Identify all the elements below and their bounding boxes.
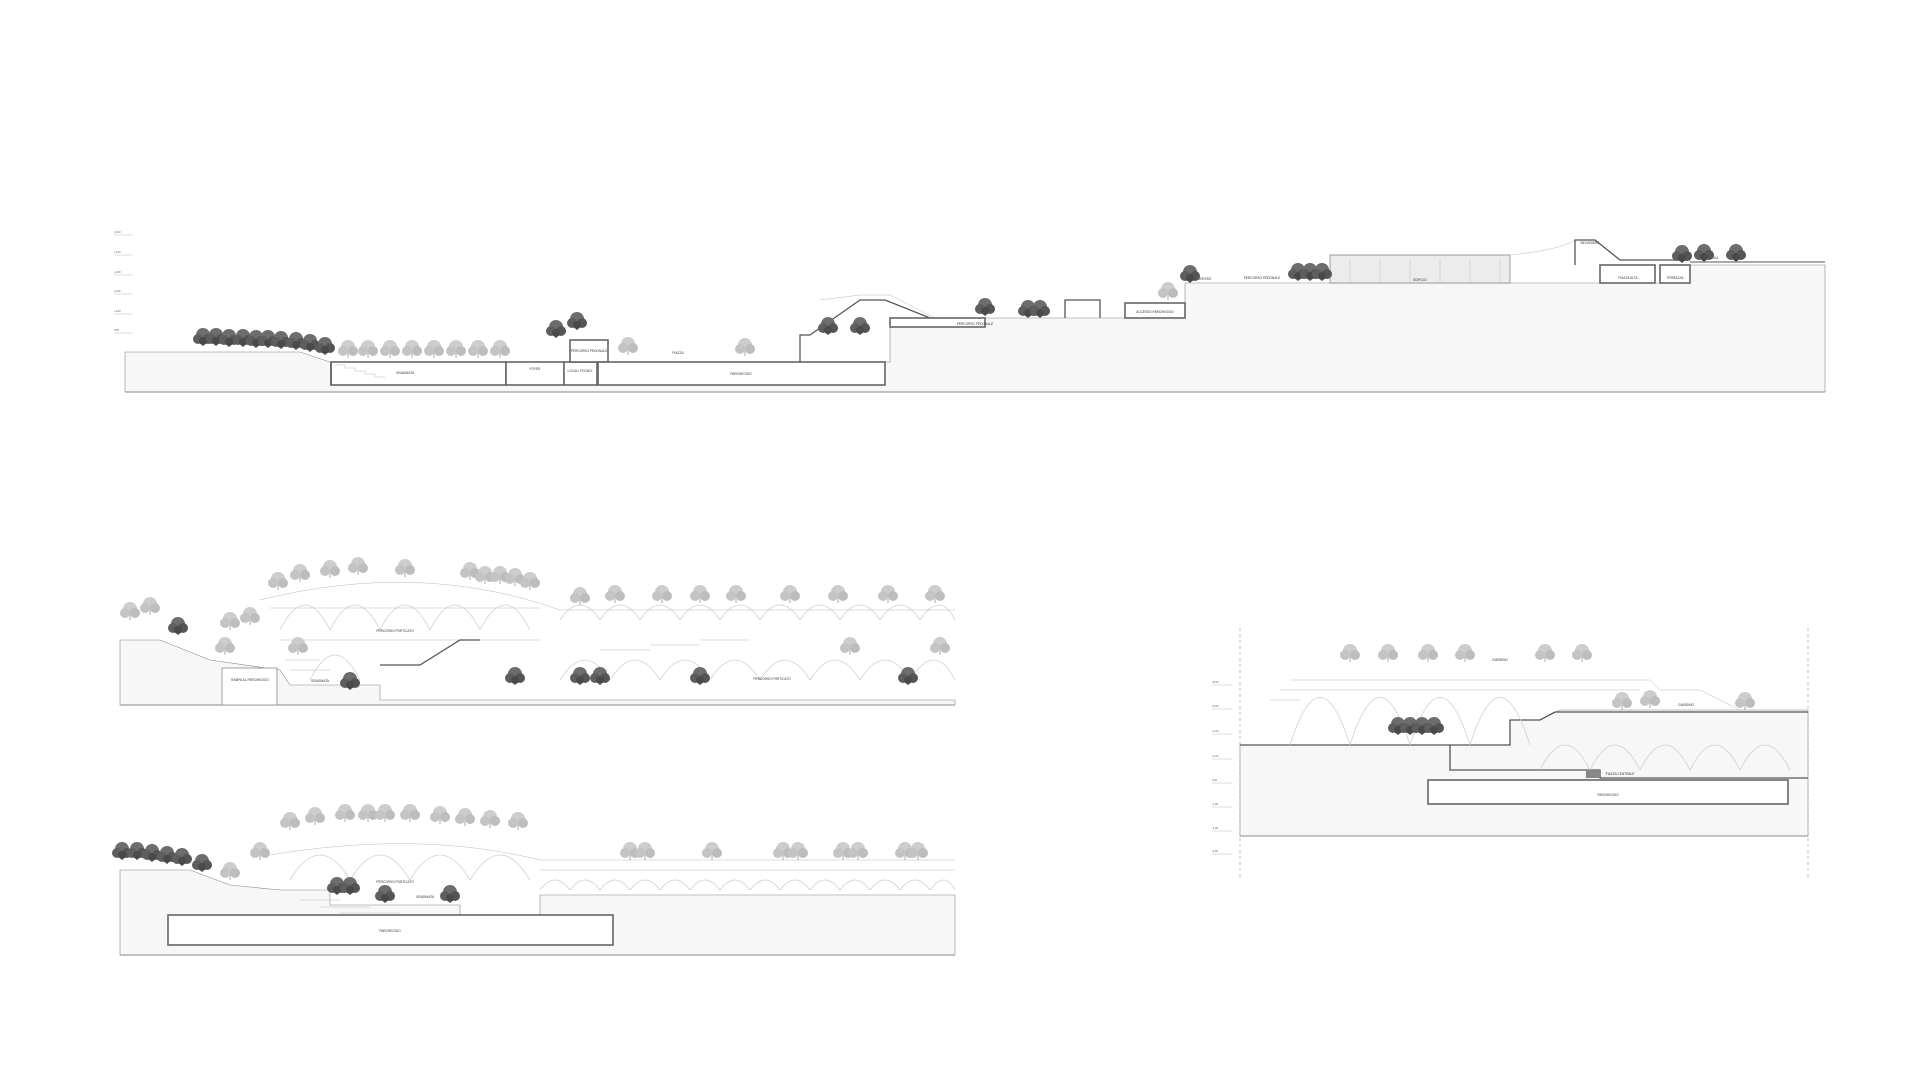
parking-ramp-box bbox=[221, 667, 278, 706]
label-percorso-porticato-1: PERCORSO PORTICATO bbox=[376, 629, 414, 633]
label-rampa-parcheggio: RAMPA AL PARCHEGGIO bbox=[231, 678, 269, 682]
label-gradinata: GRADINATA bbox=[396, 371, 415, 375]
level-label: -6.00 bbox=[1212, 849, 1218, 853]
building-columns bbox=[1349, 260, 1501, 283]
building-body bbox=[1329, 254, 1511, 284]
label-percorso-1: PERCORSO PEDONALE bbox=[571, 349, 608, 353]
label-locali-tecnici: LOCALI TECNICI bbox=[568, 369, 593, 373]
label-percorso-porticato-3: PERCORSO PORTICATO bbox=[376, 880, 414, 884]
gradinata-steps bbox=[330, 362, 385, 385]
label-accesso-parcheggio: ACCESSO PARCHEGGIO bbox=[1136, 310, 1174, 314]
label-percorso-2: PERCORSO PEDONALE bbox=[957, 322, 994, 326]
parking-box bbox=[597, 361, 886, 386]
label-gradinata-3: GRADINATA bbox=[416, 895, 435, 899]
label-giardino: GIARDINO bbox=[1492, 658, 1508, 662]
label-edificio: EDIFICIO bbox=[1413, 278, 1427, 282]
parking-box-2 bbox=[167, 914, 614, 946]
label-gradinata-2: GRADINATA bbox=[311, 679, 330, 683]
label-parcheggio-2: PARCHEGGIO bbox=[379, 929, 401, 933]
label-percorso-3: PERCORSO PEDONALE bbox=[1244, 276, 1281, 280]
vaults-row-upper bbox=[279, 604, 956, 681]
label-foyer: FOYER bbox=[530, 367, 542, 371]
section-cross-right: +8.00 +6.00 +4.00 +2.00 0.00 -2.00 -4.00… bbox=[1212, 628, 1809, 880]
label-piazza-1: PIAZZA bbox=[672, 351, 684, 355]
level-label: 0.00 bbox=[114, 328, 120, 332]
label-terrazza: TERRAZZA bbox=[1667, 276, 1685, 280]
label-parcheggio-1: PARCHEGGIO bbox=[730, 372, 752, 376]
section-longitudinal: +5.00 +4.00 +3.00 +2.00 +1.00 0.00 GRADI… bbox=[114, 230, 1826, 393]
upper-plaza-box bbox=[1599, 264, 1656, 284]
level-label: 0.00 bbox=[1212, 778, 1218, 782]
level-scale-top: +5.00 +4.00 +3.00 +2.00 +1.00 0.00 bbox=[114, 230, 132, 334]
label-piazza-alta: PIAZZA ALTA bbox=[1618, 276, 1638, 280]
foyer-box bbox=[505, 361, 565, 386]
vaults-right bbox=[1289, 697, 1791, 771]
gradinata-box bbox=[330, 361, 507, 386]
pedestrian-box bbox=[569, 339, 609, 363]
label-parcheggio-3: PARCHEGGIO bbox=[1597, 793, 1619, 797]
label-giardino-2: GIARDINO bbox=[1678, 703, 1694, 707]
pedestrian-box-2 bbox=[889, 317, 986, 328]
label-percorso-porticato-2: PERCORSO PORTICATO bbox=[753, 677, 791, 681]
level-label: +4.00 bbox=[114, 250, 121, 254]
vaults-row-lower bbox=[289, 854, 956, 891]
section-transversal-1: RAMPA AL PARCHEGGIO GRADINATA PERCORSO P… bbox=[119, 557, 956, 706]
level-label: -2.00 bbox=[1212, 802, 1218, 806]
level-label: -4.00 bbox=[1212, 826, 1218, 830]
level-label: +4.00 bbox=[1212, 729, 1219, 733]
technical-rooms-box bbox=[563, 361, 598, 386]
level-label: +3.00 bbox=[114, 270, 121, 274]
level-label: +6.00 bbox=[1212, 704, 1219, 708]
label-ingresso: INGRESSO bbox=[1195, 277, 1212, 281]
slab-outline bbox=[1240, 744, 1808, 779]
level-label: +2.00 bbox=[1212, 754, 1219, 758]
level-label: +1.00 bbox=[114, 309, 121, 313]
section-transversal-2: PARCHEGGIO PERCORSO PORTICATO GRADINATA bbox=[112, 804, 956, 956]
parking-access-box bbox=[1124, 302, 1186, 319]
stair-ramp bbox=[380, 639, 480, 666]
level-label: +5.00 bbox=[114, 230, 121, 234]
parking-box-3 bbox=[1427, 779, 1789, 805]
level-label: +2.00 bbox=[114, 289, 121, 293]
label-piazza-centrale: PIAZZA CENTRALE bbox=[1606, 772, 1635, 776]
stair-block bbox=[1586, 770, 1600, 778]
label-belvedere: BELVEDERE bbox=[1581, 241, 1600, 245]
level-scale-right: +8.00 +6.00 +4.00 +2.00 0.00 -2.00 -4.00… bbox=[1212, 680, 1232, 855]
level-label: +8.00 bbox=[1212, 680, 1219, 684]
